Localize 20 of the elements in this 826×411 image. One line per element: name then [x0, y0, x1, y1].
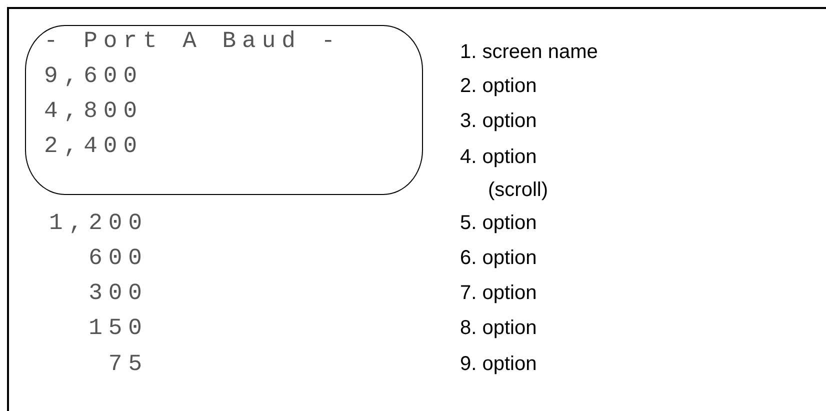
screen-option: 150: [88, 313, 148, 343]
callout-text: 7. option: [460, 281, 537, 306]
callout-text: 3. option: [460, 109, 537, 134]
callout-text: 2. option: [460, 74, 537, 99]
display-screen: [25, 25, 423, 195]
screen-title: - Port A Baud -: [44, 27, 342, 56]
screen-option: 75: [108, 349, 148, 379]
callout-text: 8. option: [460, 316, 537, 341]
callout-text: 9. option: [460, 352, 537, 377]
callout-text: 4. option: [460, 145, 537, 170]
callout-text: 5. option: [460, 211, 537, 236]
scroll-note: (scroll): [488, 178, 548, 203]
screen-option: 9,600: [44, 61, 144, 91]
callout-text: 6. option: [460, 246, 537, 271]
screen-option: 600: [88, 243, 148, 273]
screen-option: 300: [88, 278, 148, 308]
callout-text: 1. screen name: [460, 40, 598, 65]
screen-option: 4,800: [44, 96, 144, 126]
screen-option: 2,400: [44, 131, 144, 161]
screen-option: 1,200: [48, 208, 148, 238]
